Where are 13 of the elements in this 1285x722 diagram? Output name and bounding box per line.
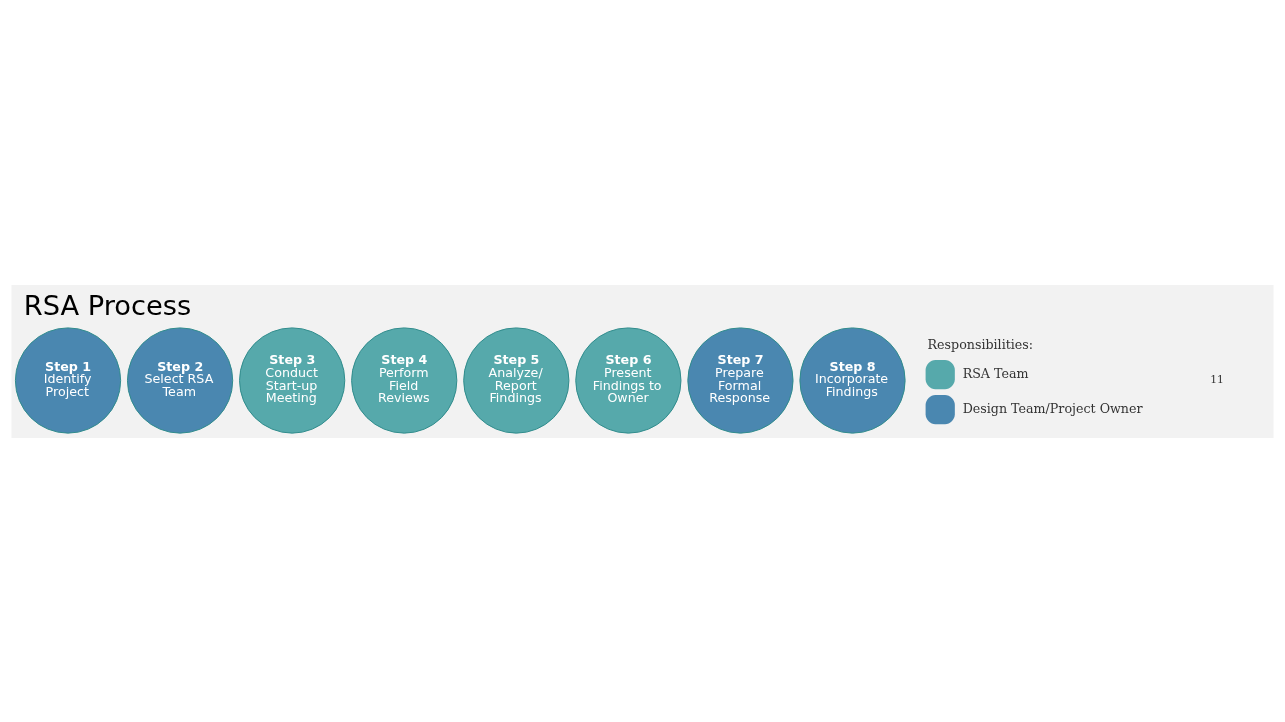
node-circle: Step 2 Select RSA Team: [126, 326, 234, 434]
node-circle: Step 7 Prepare Formal Response: [687, 326, 794, 434]
node-circle: Step 5 Analyze/ Report Findings: [463, 326, 570, 434]
label: Responsibilities:: [927, 336, 1034, 352]
node-circle: Step 3 Conduct Start-up Meeting: [239, 326, 346, 434]
legend-label: RSA Team: [962, 365, 1029, 381]
node-circle: Step 4 Perform Field Reviews: [351, 326, 458, 434]
node-circle: Step 6 Present Findings to Owner: [575, 326, 682, 434]
node-circle: Step 8 Incorporate Findings: [799, 326, 906, 434]
label: 11: [1210, 372, 1224, 386]
diagram-title: RSA Process: [23, 289, 192, 321]
legend-label: Design Team/Project Owner: [962, 400, 1143, 416]
node-circle: Step 1 Identify Project: [14, 326, 122, 434]
